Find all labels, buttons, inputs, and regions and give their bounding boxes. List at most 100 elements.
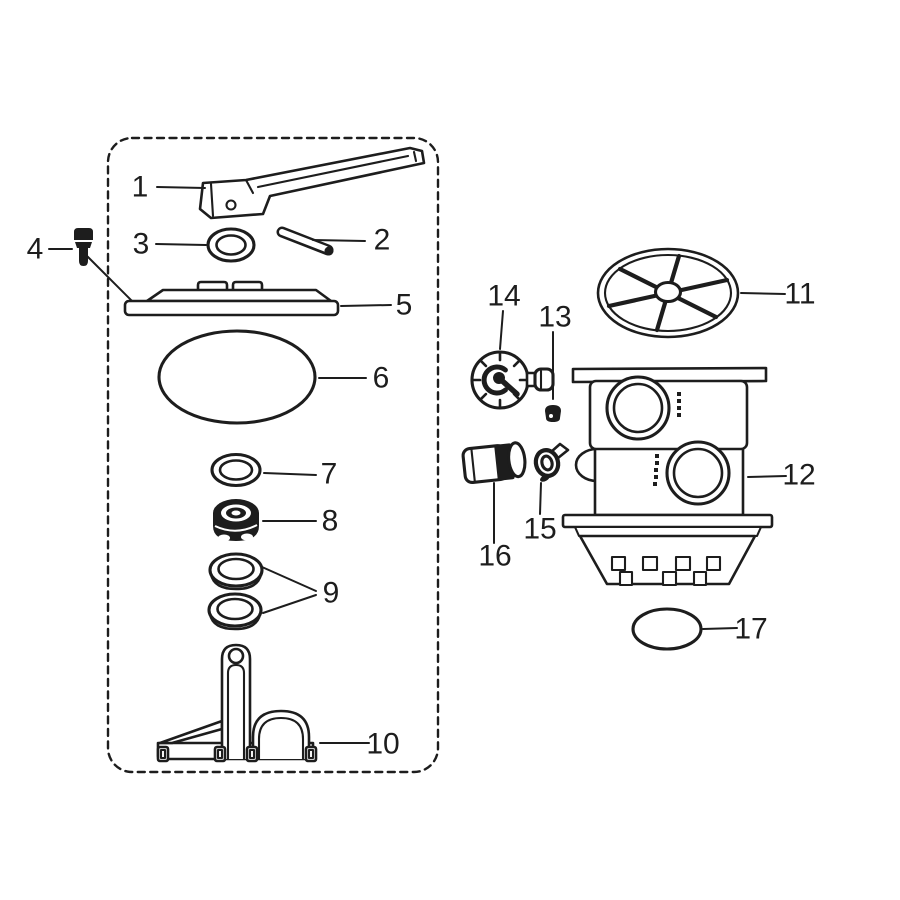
part-label-3: 3 [133, 228, 150, 261]
rotor-foot-4-inner [307, 748, 315, 760]
screw-collar [75, 242, 92, 248]
pin-core [279, 229, 329, 252]
o-ring-lower-inner [216, 597, 254, 621]
spider-gasket-drawing [596, 247, 740, 339]
body-top-flange [571, 366, 768, 384]
valve-cover-drawing [123, 280, 340, 317]
nut-highlight [549, 414, 553, 418]
body-skirt-notches [618, 570, 708, 587]
handle-tip-line [412, 150, 418, 163]
handle-outline [198, 146, 426, 220]
screw-shank [79, 248, 88, 266]
handle-washer-drawing [206, 227, 256, 263]
leader-14 [499, 310, 504, 350]
body-lower-dots [653, 454, 659, 486]
handle-inner-line [256, 154, 410, 189]
gasket-rim-outer [596, 247, 740, 339]
top-washer-outer [210, 452, 262, 488]
sight-glass-end [507, 441, 527, 479]
leader-1 [156, 186, 206, 189]
rotor-arch [251, 709, 311, 759]
part-label-4: 4 [27, 233, 44, 266]
cover-top [145, 288, 333, 303]
handle-edge-line [209, 182, 215, 218]
rotor-stem-inner [226, 663, 246, 761]
handle-drawing [198, 146, 426, 220]
part-label-13: 13 [538, 301, 571, 334]
gauge-ticks [471, 351, 529, 409]
tank-o-ring-drawing [631, 607, 703, 651]
handle-hole [225, 199, 237, 211]
washer-outer [206, 227, 256, 263]
piston-o-rings-drawing [207, 552, 264, 631]
sight-glass-cap-line [470, 448, 476, 483]
top-washer-drawing [210, 452, 262, 488]
rotor-foot-3-inner [248, 748, 256, 760]
seal-skirt-groove [214, 524, 258, 532]
part-label-6: 6 [373, 362, 390, 395]
part-label-12: 12 [782, 459, 815, 492]
screw-pointer-line [86, 255, 135, 304]
cover-tab-left [196, 280, 229, 290]
rotor-foot-2-inner [216, 748, 224, 760]
rotor-wedge [158, 719, 224, 745]
rotor-stem-hole [227, 647, 245, 665]
body-upper-port-inner [612, 382, 664, 434]
body-lower-port-outer [665, 440, 731, 506]
gauge-needle [496, 375, 520, 397]
body-upper-port-outer [605, 375, 671, 441]
nut-body [545, 405, 561, 422]
screw-head [74, 228, 93, 240]
o-ring-upper-wall [209, 572, 263, 591]
body-lower-port-inner [672, 447, 724, 499]
part-label-7: 7 [321, 458, 338, 491]
leader-11 [740, 292, 786, 295]
leader-2 [312, 239, 366, 242]
part-label-16: 16 [478, 540, 511, 573]
washer-inner [215, 234, 247, 256]
rotor-arch-inner [257, 716, 305, 761]
part-label-17: 17 [734, 613, 767, 646]
part-label-10: 10 [366, 728, 399, 761]
seal-notch-left [218, 534, 230, 542]
leader-12 [747, 475, 787, 478]
cover-tab-right [231, 280, 264, 290]
top-washer-inner [218, 459, 254, 481]
leader-15 [539, 482, 542, 515]
part-label-5: 5 [396, 289, 413, 322]
o-ring-upper-inner [217, 557, 255, 581]
part-label-1: 1 [132, 171, 149, 204]
gasket-tail [540, 474, 550, 482]
leader-3 [155, 243, 207, 246]
gauge-nut-drawing [545, 405, 561, 422]
seal-notch-right [241, 533, 253, 541]
handle-pin-drawing [276, 226, 334, 256]
cover-base [123, 299, 340, 317]
handle-crease [244, 178, 255, 195]
pressure-gauge-drawing [470, 350, 555, 410]
leader-5 [340, 304, 392, 307]
body-upper-dots [677, 392, 681, 417]
part-label-8: 8 [322, 505, 339, 538]
leader-17 [702, 627, 738, 630]
valve-body-drawing [561, 366, 774, 587]
gasket-hub [653, 280, 683, 304]
dashed-group-outline [106, 136, 440, 774]
part-label-11: 11 [784, 278, 815, 311]
cover-o-ring-drawing [157, 329, 317, 425]
gauge-dial-arc [481, 364, 508, 396]
leader-lines [48, 186, 787, 744]
body-skirt-windows [610, 555, 722, 572]
part-label-15: 15 [523, 513, 556, 546]
pin-tip [324, 246, 334, 256]
seal-core [231, 510, 241, 516]
part-label-9: 9 [323, 577, 340, 610]
rotor-foot-1-inner [159, 748, 167, 760]
body-flange-lip [573, 525, 763, 538]
body-base-flange [561, 513, 774, 529]
gasket-ring-outer [533, 448, 561, 478]
sight-glass-drawing [461, 441, 527, 485]
diverter-rotor-drawing [156, 643, 318, 763]
